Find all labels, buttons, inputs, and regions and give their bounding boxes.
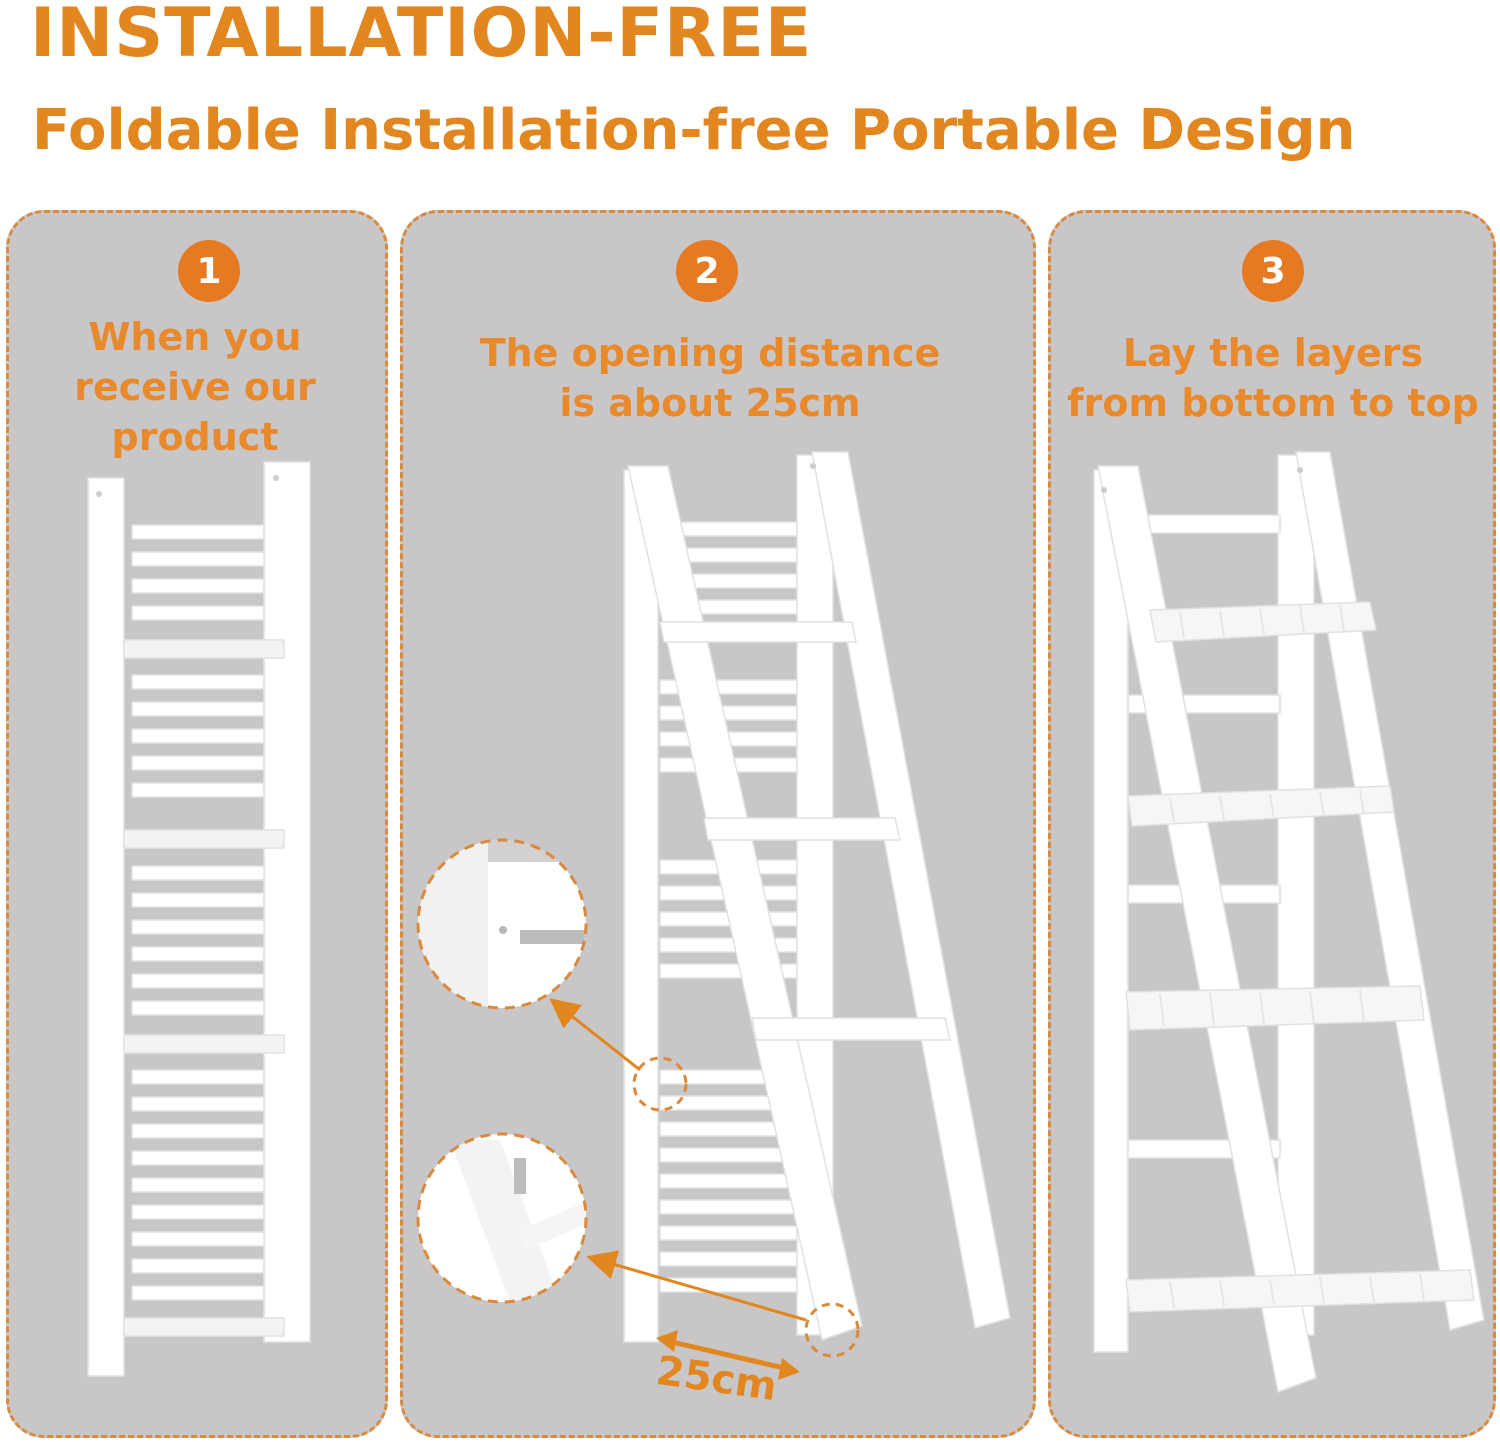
folded-shelf-illustration [87, 461, 311, 1377]
step-3-badge: 3 [1242, 240, 1304, 302]
step-1-badge: 1 [178, 240, 240, 302]
pointer-arrow-top [549, 998, 641, 1072]
hinge-target-circle [632, 1056, 688, 1112]
step-3-caption: Lay the layers from bottom to top [1067, 331, 1479, 425]
dimension-arrow [671, 1339, 785, 1371]
page-subtitle: Foldable Installation-free Portable Desi… [32, 98, 1356, 163]
zoom-detail-top [416, 838, 588, 1010]
foot-target-circle [804, 1302, 860, 1358]
zoom-detail-bottom [416, 1132, 588, 1304]
open-shelf-illustration [1093, 451, 1485, 1394]
opening-shelf-illustration [623, 451, 1011, 1343]
step-2-caption: The opening distance is about 25cm [479, 331, 941, 425]
step-1-caption: When you receive our product [74, 315, 316, 459]
step-2-badge: 2 [676, 240, 738, 302]
pointer-arrow-bottom [586, 1250, 807, 1322]
page-title: INSTALLATION-FREE [30, 0, 813, 73]
